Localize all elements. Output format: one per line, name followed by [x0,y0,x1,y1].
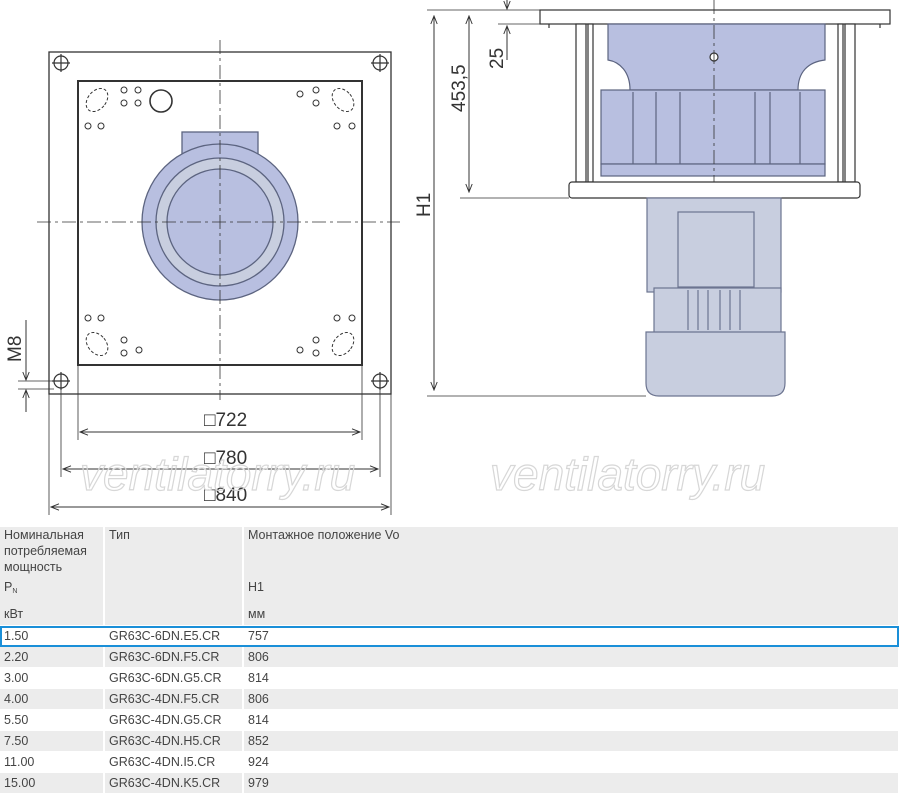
unit-h1: мм [243,604,899,626]
cell-type: GR63C-4DN.I5.CR [104,752,243,773]
dim-h1-label: H1 [414,193,435,217]
cable-gland [150,90,172,112]
cell-type: GR63C-6DN.E5.CR [104,626,243,647]
technical-drawing: □722 □780 □840 M8 [0,0,900,525]
watermark-right: ventilatorry.ru [490,448,765,500]
cell-power: 2.20 [0,647,104,668]
top-view [18,40,400,515]
cell-power: 5.50 [0,710,104,731]
cell-power: 15.00 [0,773,104,793]
dim-453: 453,5 [449,64,470,112]
top-flange [540,10,890,24]
cell-power: 4.00 [0,689,104,710]
header-mounting: Монтажное положение Vo [243,527,899,575]
motor-side [646,198,785,396]
cell-power: 11.00 [0,752,104,773]
symbol-h1: H1 [243,575,899,604]
symbol-power-sub: N [12,588,17,595]
symbol-power: PN [0,575,104,604]
cell-h1: 814 [243,710,899,731]
cell-type: GR63C-4DN.F5.CR [104,689,243,710]
base-flange [569,182,860,198]
cell-type: GR63C-4DN.K5.CR [104,773,243,793]
watermark-left: ventilatorry.ru [80,448,355,500]
cell-type: GR63C-4DN.H5.CR [104,731,243,752]
cell-h1: 757 [243,626,899,647]
header-power: Номинальная потребляемая мощность [0,527,104,575]
cell-h1: 852 [243,731,899,752]
cell-h1: 814 [243,668,899,689]
dim-m8: M8 [5,336,26,362]
cell-h1: 806 [243,647,899,668]
cell-power: 3.00 [0,668,104,689]
cell-h1: 924 [243,752,899,773]
cell-h1: 979 [243,773,899,793]
cell-type: GR63C-4DN.G5.CR [104,710,243,731]
cell-h1: 806 [243,689,899,710]
dim-25: 25 [487,48,508,69]
table-unit-row: кВт мм [0,604,899,626]
unit-power: кВт [0,604,104,626]
dim-722: □722 [204,410,247,431]
impeller [601,24,825,176]
cell-power: 1.50 [0,626,104,647]
cell-type: GR63C-6DN.G5.CR [104,668,243,689]
table-header-row: Номинальная потребляемая мощность Тип Мо… [0,527,899,575]
spec-table: Номинальная потребляемая мощность Тип Мо… [0,527,900,793]
cell-power: 7.50 [0,731,104,752]
cell-type: GR63C-6DN.F5.CR [104,647,243,668]
table-symbol-row: PN H1 [0,575,899,604]
header-type: Тип [104,527,243,575]
